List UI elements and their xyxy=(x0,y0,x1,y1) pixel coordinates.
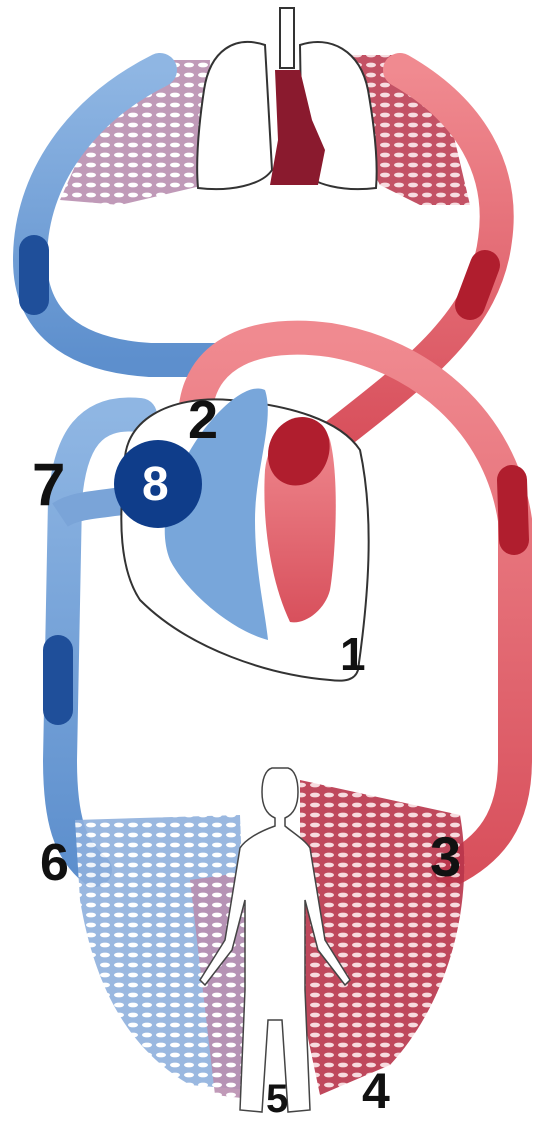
aorta-dark xyxy=(512,480,514,540)
trachea xyxy=(280,8,294,68)
pulmonary-artery-right-dark xyxy=(470,265,485,305)
label-5: 5 xyxy=(266,1077,288,1121)
label-1: 1 xyxy=(340,628,366,680)
label-6: 6 xyxy=(40,834,69,892)
label-8: 8 xyxy=(142,458,169,511)
label-7: 7 xyxy=(32,451,65,518)
label-4: 4 xyxy=(362,1063,390,1119)
lungs xyxy=(197,8,376,189)
heart xyxy=(114,388,369,680)
label-2: 2 xyxy=(188,390,218,450)
label-3: 3 xyxy=(430,825,461,888)
